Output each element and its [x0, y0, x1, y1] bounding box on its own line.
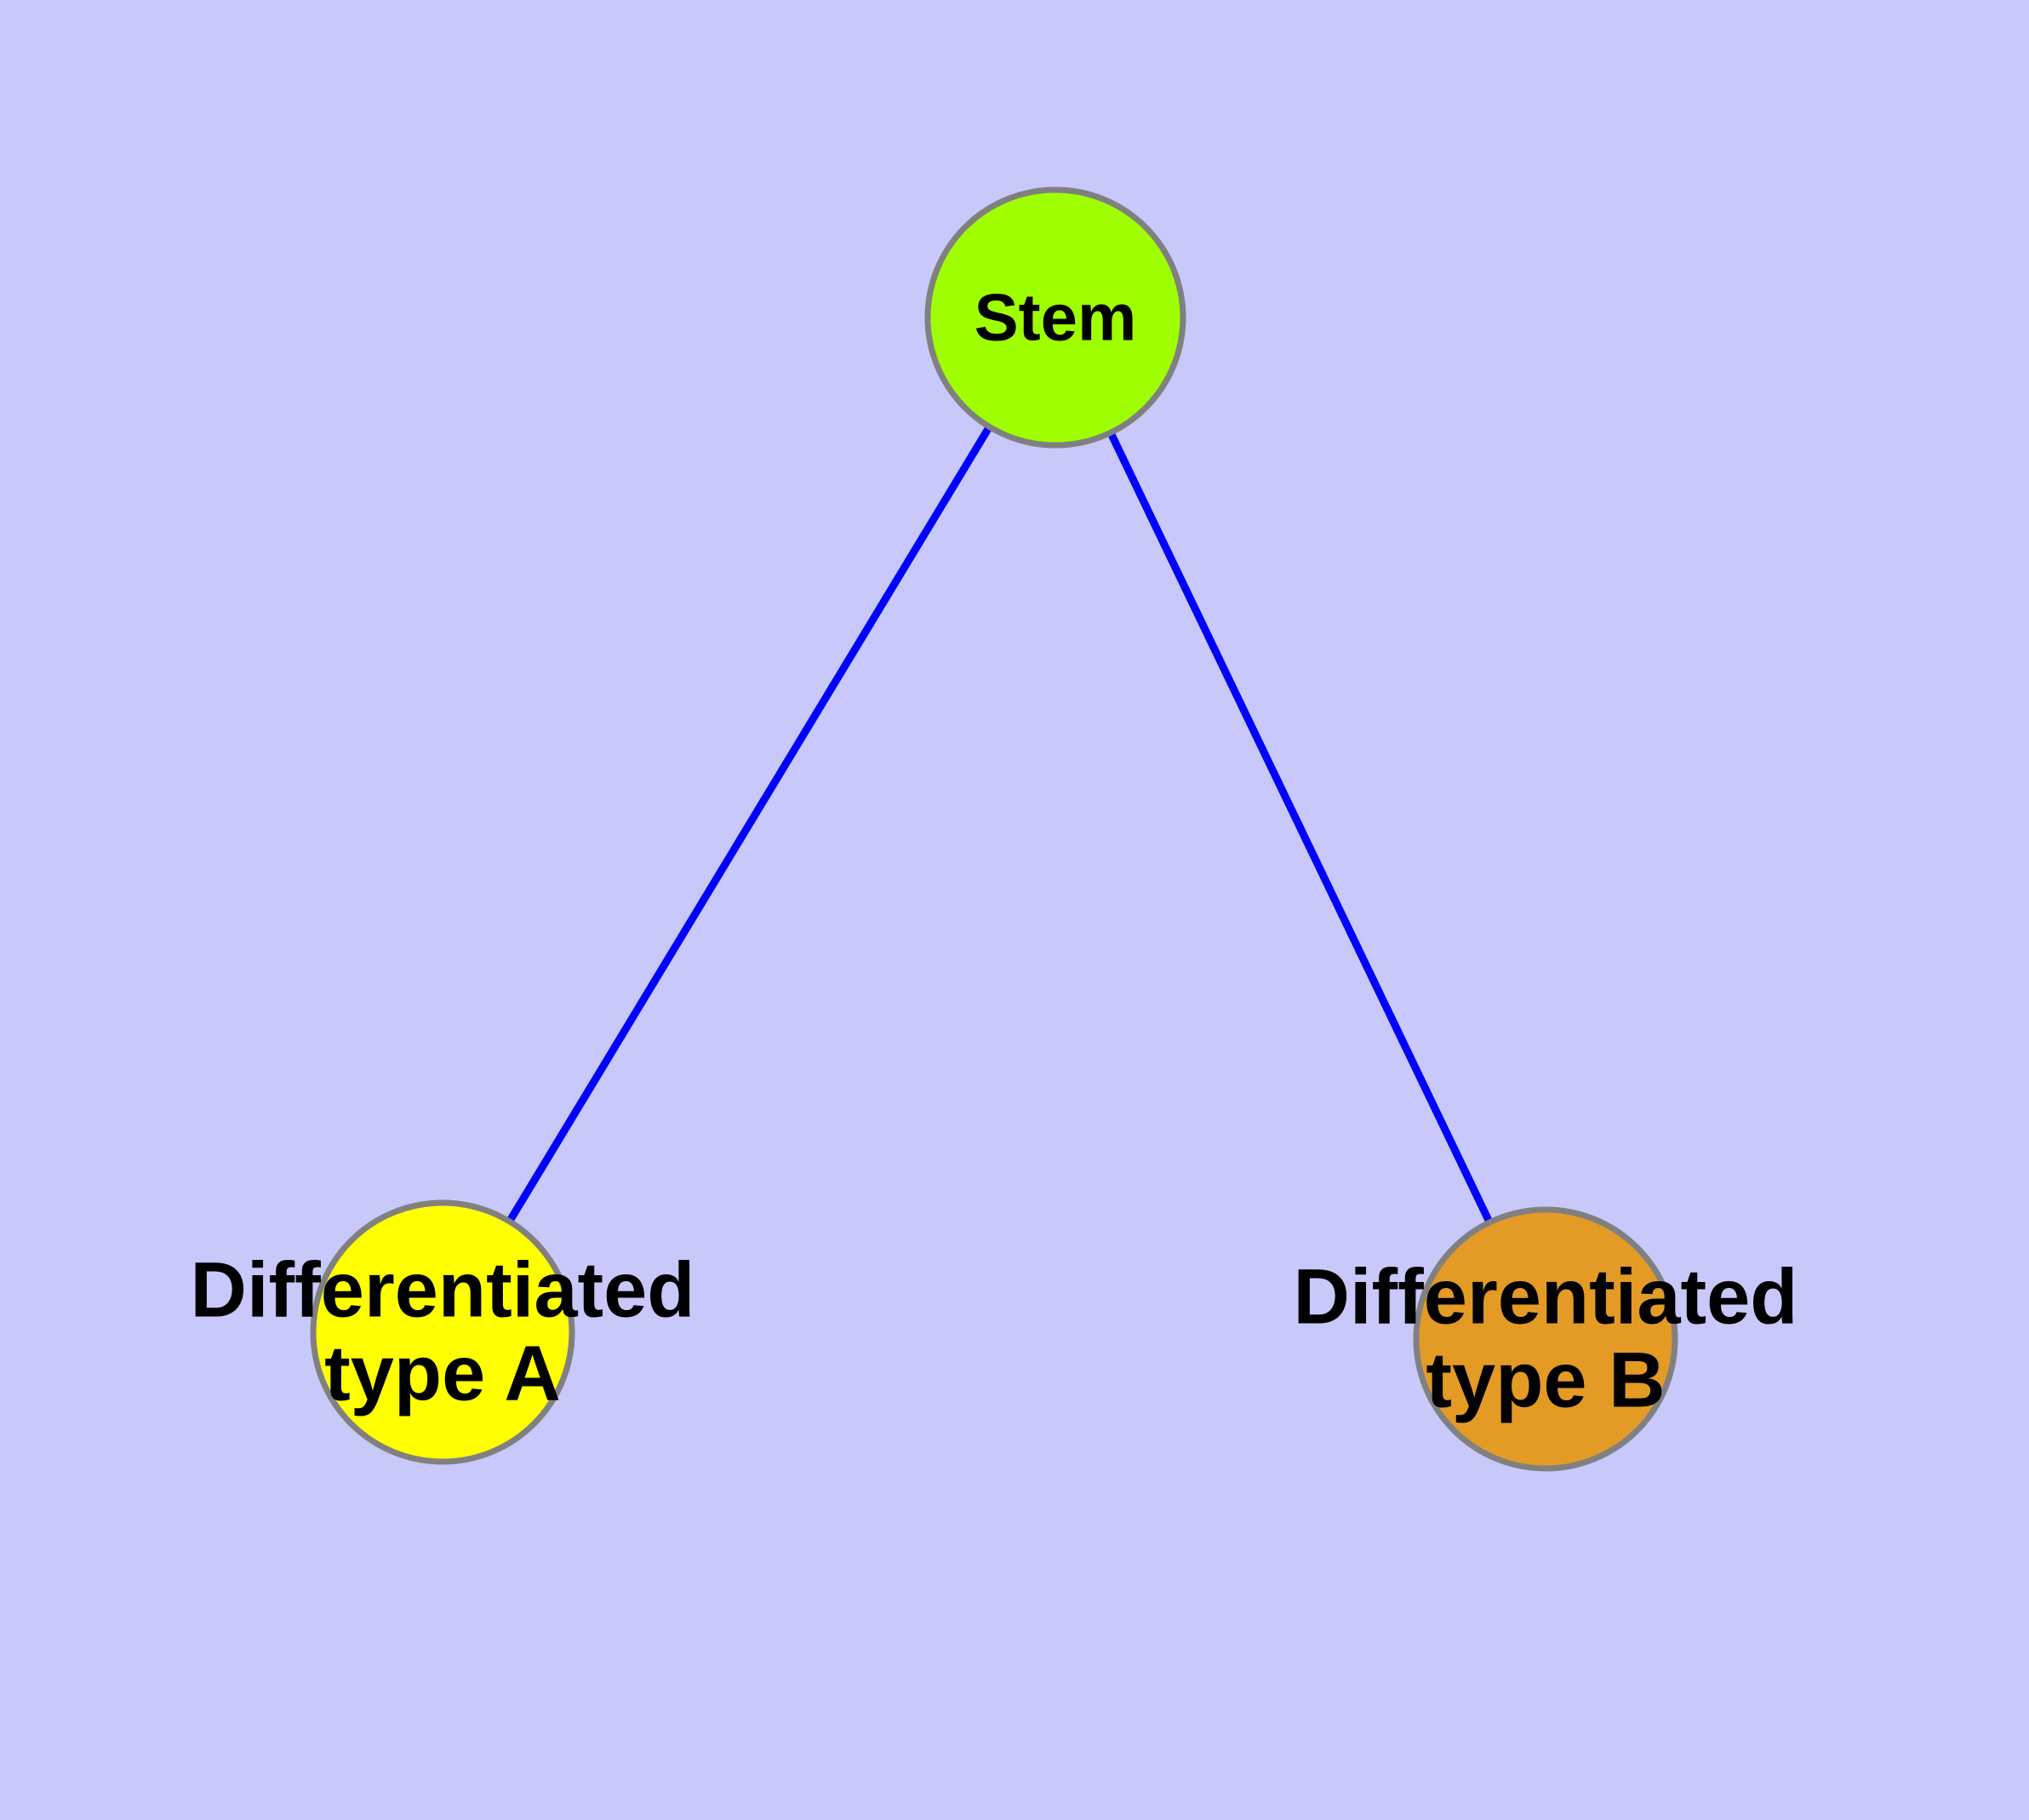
- graph-edge-stem-to-diff-a: [505, 423, 994, 1225]
- edges-layer: [505, 423, 1495, 1226]
- graph-node-diff-b[interactable]: [1413, 1206, 1678, 1472]
- graph-node-diff-a[interactable]: [310, 1199, 575, 1465]
- nodes-layer: [310, 186, 1678, 1472]
- graph-edge-stem-to-diff-b: [1106, 429, 1495, 1226]
- graph-node-stem[interactable]: [924, 186, 1186, 449]
